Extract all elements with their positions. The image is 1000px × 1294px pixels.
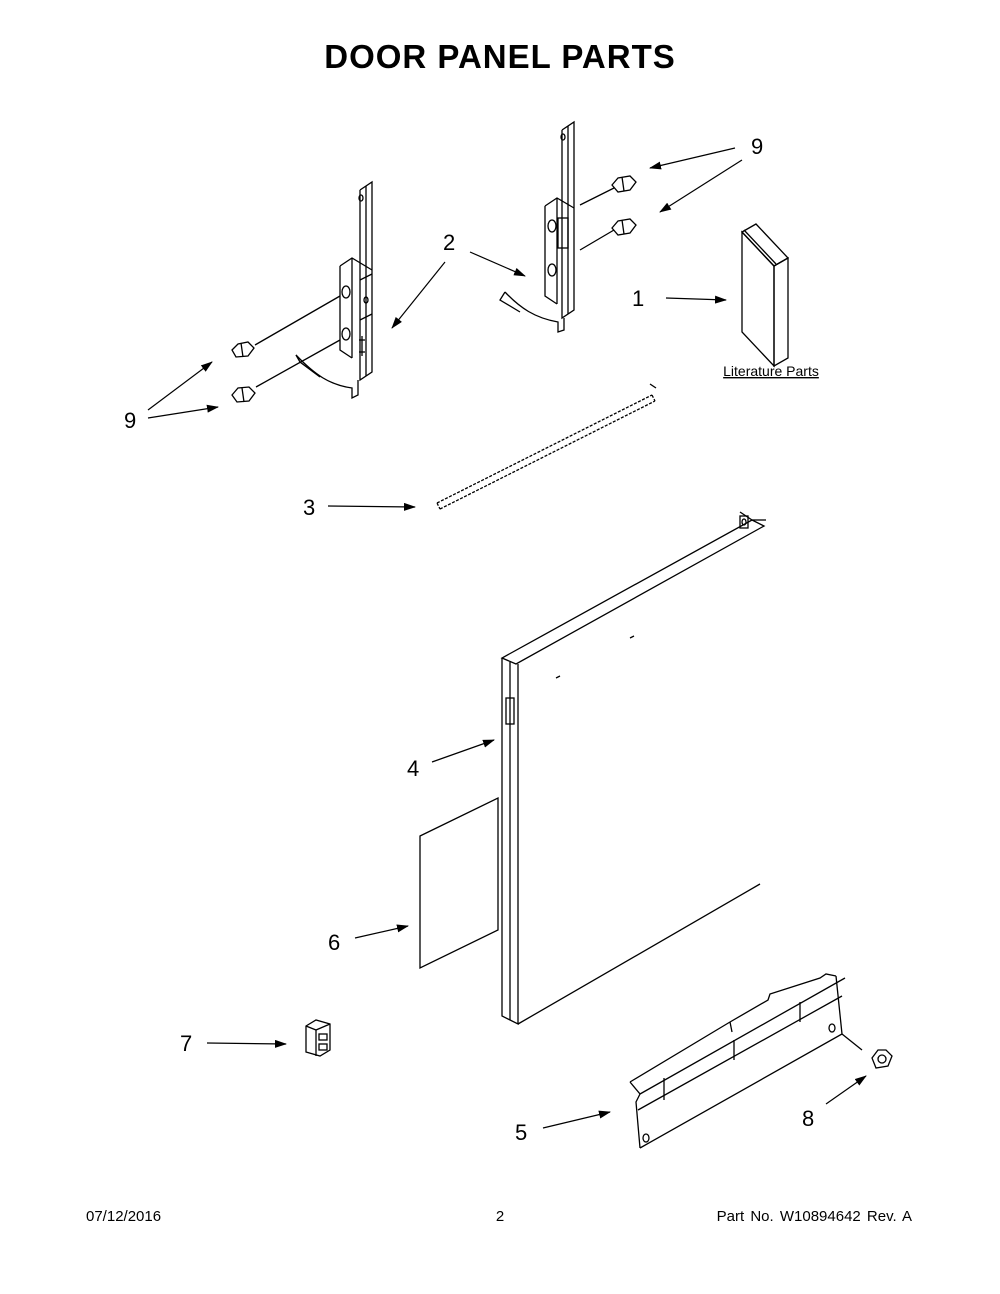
callout-8: 8 <box>802 1106 814 1131</box>
callout-3: 3 <box>303 495 315 520</box>
footer-part-number: Part No. W10894642 Rev. A <box>716 1208 912 1225</box>
callout-labels: 1 2 3 4 5 6 7 8 9 9 <box>124 134 814 1145</box>
leader-arrows <box>147 147 867 1129</box>
clip <box>305 1019 331 1057</box>
callout-5: 5 <box>515 1120 527 1145</box>
callout-9-right: 9 <box>751 134 763 159</box>
door-panel <box>500 511 766 1026</box>
footer-date: 07/12/2016 <box>86 1208 162 1225</box>
callout-4: 4 <box>407 756 419 781</box>
insulation-pad <box>419 796 499 970</box>
page-title: DOOR PANEL PARTS <box>324 38 676 75</box>
callout-6: 6 <box>328 930 340 955</box>
left-hinge-bracket <box>295 180 373 400</box>
right-hinge-bracket <box>499 120 575 333</box>
screw-small <box>871 1049 893 1069</box>
toe-panel <box>629 973 863 1149</box>
callout-2: 2 <box>443 230 455 255</box>
callout-9-left: 9 <box>124 408 136 433</box>
literature-book <box>740 223 790 368</box>
callout-1: 1 <box>632 286 644 311</box>
literature-parts-label: Literature Parts <box>723 363 819 379</box>
left-screws <box>231 295 341 403</box>
right-screws <box>579 175 637 251</box>
door-seal-strip <box>436 383 657 510</box>
footer-page-number: 2 <box>495 1208 505 1225</box>
callout-7: 7 <box>180 1031 192 1056</box>
